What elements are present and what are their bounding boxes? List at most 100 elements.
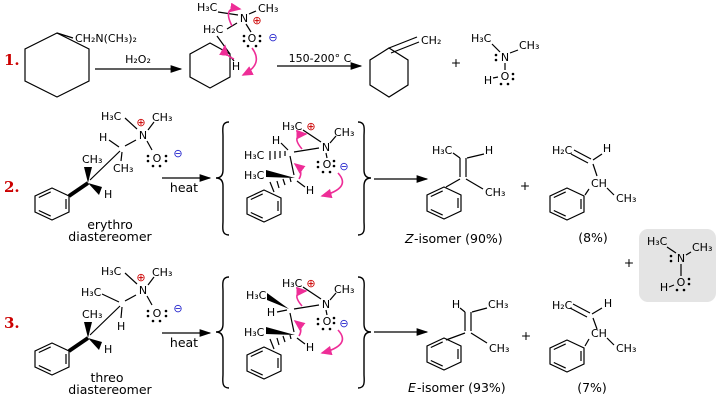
structure-dimethylhydroxylamine-1: H₃C CH₃ N O H [471, 32, 539, 87]
o-label: O [501, 70, 510, 83]
structure-erythro-diastereomer: CH₃ H H CH₃ N H₃C ⊕ CH₃ O ⊖ erythro dias… [34, 110, 183, 244]
caption-erythro: erythro [87, 217, 133, 232]
c3-ch3-label: H₃C [244, 169, 265, 182]
n-label: N [322, 298, 330, 311]
mechanism-arrow-icon [320, 172, 344, 199]
plus-sign: + [520, 178, 530, 193]
hash-bond [269, 334, 292, 350]
c2-ch3-label: H₃C [246, 289, 267, 302]
plus-charge-icon: ⊕ [306, 120, 315, 133]
structure-3-phenyl-1-butene-2: H₂C H CH CH₃ (8%) [549, 142, 636, 245]
h3c-label: H₃C [197, 1, 218, 14]
n-ch3-left-label: H₃C [282, 120, 303, 133]
structure-3-phenyl-1-butene-3: H₂C H CH CH₃ (7%) [549, 297, 636, 395]
left-brace [215, 121, 230, 236]
step-number-3: 3. [4, 314, 20, 332]
structure-threo-diastereomer: CH₃ H H₃C H N H₃C ⊕ CH₃ O ⊖ threo diaste… [34, 265, 183, 397]
ch3-label: CH₃ [692, 241, 712, 254]
structure-e-isomer: H CH₃ CH₃ E -isomer (93%) [408, 298, 509, 395]
hash-bond [269, 151, 286, 160]
structure-methylenecyclohexane: CH₂ [369, 34, 441, 98]
isomer-letter: Z [404, 231, 414, 246]
h-label: H [484, 74, 492, 87]
structure-amine-oxide-intermediate: H₂C N H₃C CH₃ ⊕ O ⊖ H [189, 1, 278, 89]
n-label: N [240, 12, 248, 25]
minus-charge-icon: ⊖ [339, 160, 348, 173]
n-label: N [322, 141, 330, 154]
isomer-yield-label: -isomer (93%) [417, 380, 506, 395]
structure-z-isomer: H₃C H CH₃ Z -isomer (90%) [404, 144, 505, 246]
h2o2-label: H₂O₂ [125, 53, 151, 66]
h2c-label: H₂C [203, 23, 224, 36]
c2-h-label: H [99, 131, 107, 144]
c2-ch3-label: H₃C [244, 149, 265, 162]
caption-diastereomer: diastereomer [68, 382, 152, 397]
h-label: H [603, 142, 611, 155]
c2-ch3-label: H₃C [81, 286, 102, 299]
n-ch3-right-label: CH₃ [334, 126, 354, 139]
minus-charge-icon: ⊖ [339, 317, 348, 330]
mechanism-arrow-icon [296, 129, 308, 150]
c3-h-label: H [306, 341, 314, 354]
h2c-label: H₂C [552, 144, 573, 157]
n-label: N [677, 252, 685, 265]
c2-ch3-label: CH₃ [113, 162, 133, 175]
c3-h-label: H [104, 343, 112, 356]
n-ch3-right-label: CH₃ [152, 266, 172, 279]
ch-label: CH [591, 327, 607, 340]
c3-ch3-label: H₃C [244, 326, 265, 339]
arrow-heat-2: heat [162, 174, 212, 195]
yield-label: (7%) [577, 380, 607, 395]
ch3-top-label: H₃C [432, 144, 453, 157]
structure-transition-state-2: H₃C ⊕ N CH₃ H H₃C H₃C H [244, 120, 354, 223]
mechanism-arrow-icon [219, 44, 235, 60]
n-ch3-right-label: CH₃ [152, 111, 172, 124]
step-number-1: 1. [4, 51, 20, 69]
ch3-label: CH₃ [616, 192, 636, 205]
ch3-bottom-label: CH₃ [489, 342, 509, 355]
heat-label: heat [170, 180, 198, 195]
mechanism-arrow-icon [293, 320, 306, 337]
left-brace [215, 276, 230, 389]
ch3-label: CH₃ [519, 39, 539, 52]
plus-charge-icon: ⊕ [252, 14, 261, 27]
structure-cyclohexylmethyl-dimethylamine: CH₂N(CH₃)₂ [24, 32, 137, 98]
c2-h-label: H [267, 306, 275, 319]
temperature-label: 150-200° C [289, 52, 352, 65]
structure-dimethylhydroxylamine-highlighted: H₃C CH₃ N O H [639, 229, 716, 302]
c3-h-label: H [306, 184, 314, 197]
mechanism-arrow-icon [320, 329, 344, 356]
c3-ch3-label: CH₃ [82, 153, 102, 166]
ch3-label: CH₃ [616, 342, 636, 355]
caption-threo: threo [90, 370, 123, 385]
c2-h-label: H [272, 134, 280, 147]
hash-bond [269, 177, 292, 193]
mechanism-arrow-icon [296, 286, 308, 307]
plus-sign: + [451, 55, 461, 70]
h-top-label: H [485, 144, 493, 157]
ch3-top-label: CH₃ [488, 298, 508, 311]
heat-label: heat [170, 335, 198, 350]
o-label: O [677, 276, 686, 289]
o-label: O [323, 158, 332, 171]
n-ch3-left-label: H₃C [101, 265, 122, 278]
o-label: O [323, 315, 332, 328]
plus-sign: + [521, 328, 531, 343]
h-label: H [232, 60, 240, 73]
h2c-label: H₂C [552, 299, 573, 312]
ch2-label: CH₂ [421, 34, 441, 47]
o-label: O [153, 152, 162, 165]
n-ch3-left-label: H₃C [282, 277, 303, 290]
h-label: H [604, 297, 612, 310]
minus-charge-icon: ⊖ [173, 302, 182, 315]
highlight-box [639, 229, 716, 302]
yield-label: (8%) [578, 230, 608, 245]
isomer-letter: E [408, 380, 416, 395]
minus-charge-icon: ⊖ [268, 31, 277, 44]
n-label: N [139, 284, 147, 297]
mechanism-arrow-icon [227, 2, 242, 27]
c3-h-label: H [104, 188, 112, 201]
right-brace [357, 276, 372, 389]
